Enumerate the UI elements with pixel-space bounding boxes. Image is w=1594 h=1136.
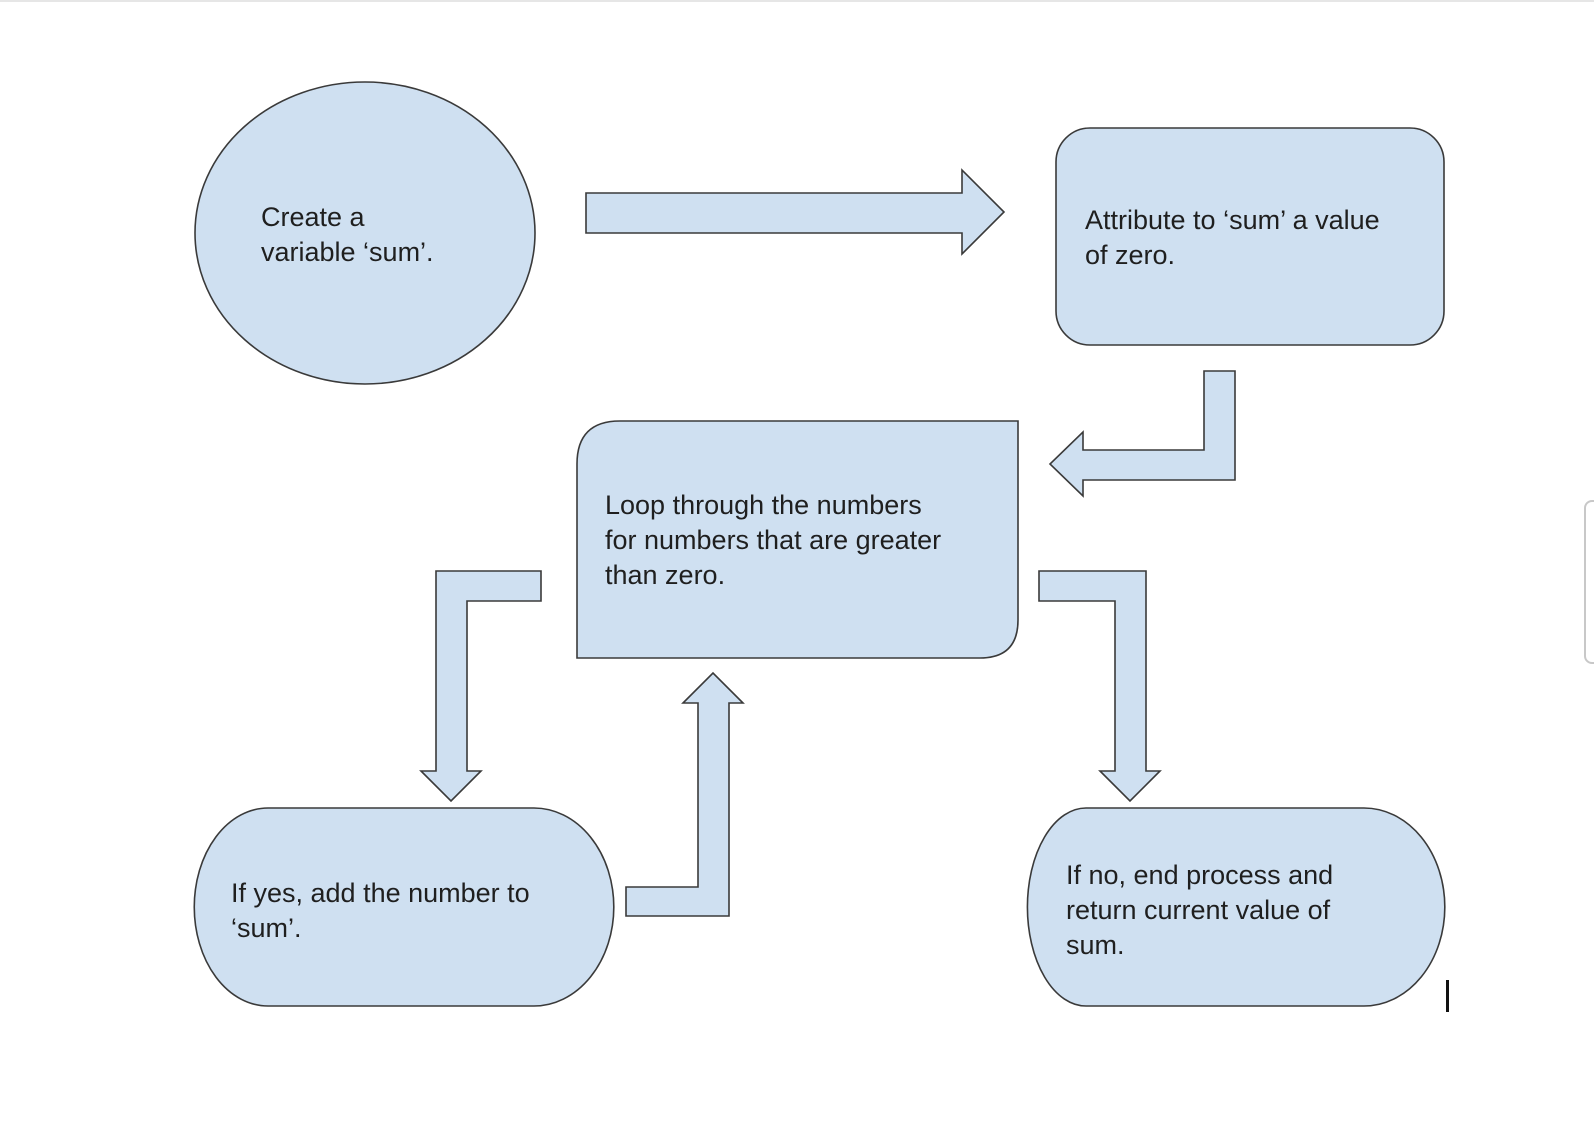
arrow-down-bent-left-icon (419, 570, 542, 803)
node-if-no-shape[interactable] (1026, 807, 1446, 1007)
arrow-up-bent-icon (625, 671, 745, 917)
window-top-border (0, 0, 1594, 2)
arrow-left-bent-icon (1048, 370, 1236, 498)
node-if-no-label: If no, end process and return current va… (1066, 860, 1334, 960)
node-loop-numbers-label: Loop through the numbers for numbers tha… (605, 490, 942, 590)
arrow-right-icon (585, 168, 1006, 256)
side-panel-tab[interactable] (1584, 500, 1594, 664)
node-create-variable-shape[interactable] (194, 81, 536, 385)
node-loop-numbers-shape[interactable] (576, 420, 1019, 659)
text-cursor-icon (1446, 980, 1449, 1012)
node-attribute-zero-label: Attribute to ‘sum’ a value of zero. (1085, 205, 1380, 270)
node-attribute-zero-shape[interactable] (1055, 127, 1445, 346)
node-create-variable-label: Create a variable ‘sum’. (261, 202, 434, 267)
arrow-down-bent-icon (1038, 570, 1162, 803)
node-if-yes-label: If yes, add the number to ‘sum’. (231, 878, 530, 943)
node-if-yes-shape[interactable] (193, 807, 615, 1007)
